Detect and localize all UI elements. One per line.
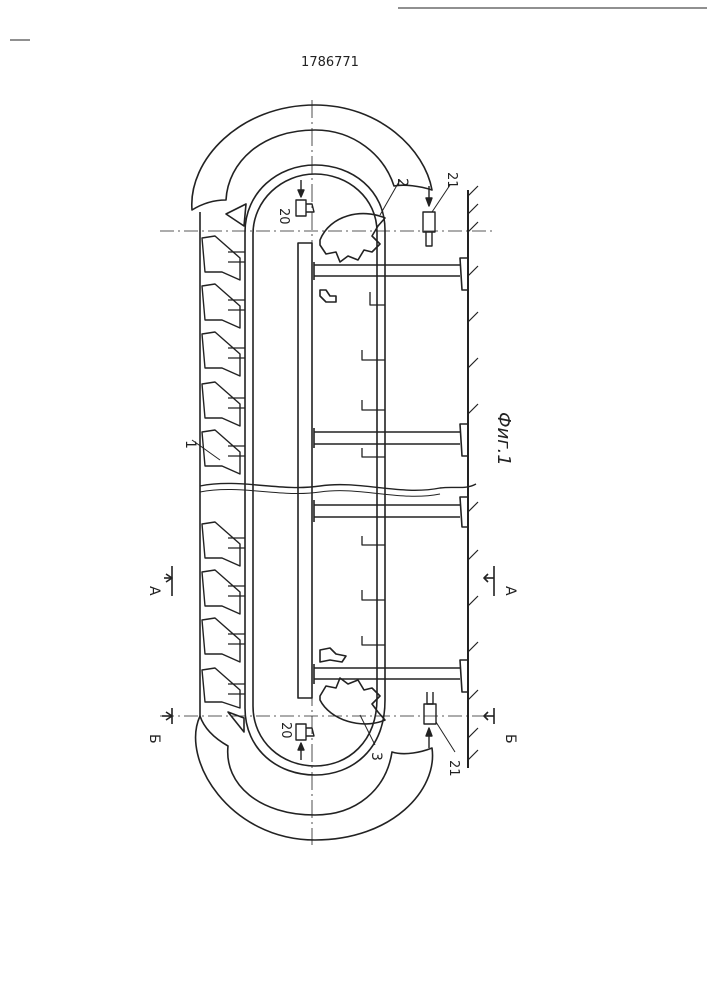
- callout-part-21-top: 21: [444, 172, 459, 189]
- inner-track-loop-inner: [253, 174, 377, 766]
- section-mark-b-left-arrow: [162, 708, 172, 724]
- break-line: [200, 483, 476, 490]
- callout-part-3: 3: [368, 752, 384, 761]
- callout-part-1: 1: [182, 440, 198, 449]
- support-2: [314, 424, 468, 456]
- leader-part-21-top: [432, 185, 450, 212]
- callout-part-21-bottom: 21: [446, 760, 461, 777]
- nozzle-20-top: [296, 180, 314, 216]
- corner-wedge-bottom: [228, 712, 244, 732]
- callout-part-20-top: 20: [276, 208, 291, 225]
- nozzle-20-bottom: [296, 724, 314, 760]
- support-1: [314, 258, 468, 290]
- section-mark-a-right-arrow: [484, 566, 494, 596]
- ground-hatching: [468, 186, 478, 760]
- leader-part-3: [360, 715, 375, 745]
- gripper-top: [320, 290, 336, 302]
- support-3: [314, 497, 468, 527]
- callout-part-20-bottom: 20: [278, 722, 293, 739]
- inner-comb-teeth: [362, 292, 385, 645]
- leader-part-21-bottom: [436, 722, 455, 752]
- callout-part-2: 2: [394, 178, 410, 187]
- section-label-a-left: А: [146, 586, 162, 596]
- inner-track-loop: [245, 165, 385, 775]
- section-label-a-right: А: [502, 586, 518, 596]
- holder-column: [202, 236, 240, 708]
- figure-caption: Фиг.1: [493, 412, 514, 466]
- nozzle-21-bottom: [424, 692, 436, 748]
- corner-wedge-top: [226, 204, 246, 226]
- section-label-b-right: Б: [502, 734, 518, 744]
- nozzle-21-top: [423, 186, 435, 246]
- section-label-b-left: Б: [146, 734, 162, 744]
- section-mark-a-left-arrow: [164, 566, 172, 596]
- section-mark-b-right-arrow: [484, 708, 494, 724]
- patent-number: 1786771: [301, 55, 359, 70]
- gripper-bottom: [320, 648, 346, 662]
- central-beam: [298, 243, 312, 698]
